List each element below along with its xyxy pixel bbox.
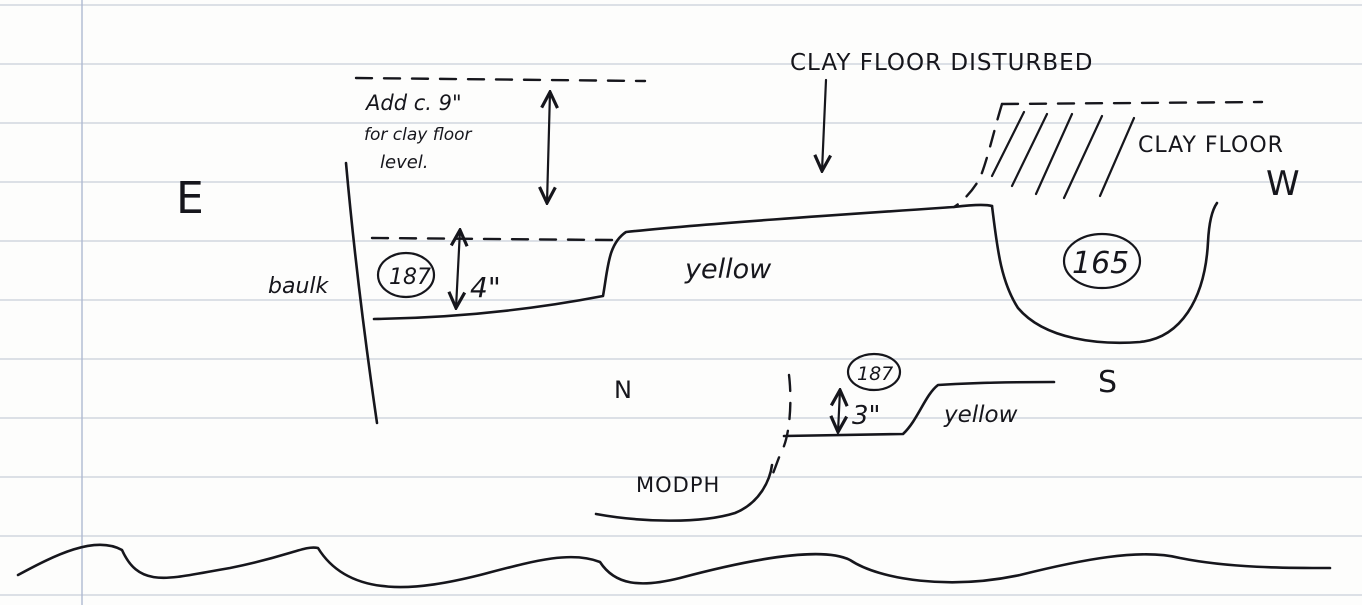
- clay-floor-hatching: [990, 110, 1136, 200]
- disturbed-arrow: [822, 78, 826, 171]
- modph-outline: [594, 463, 774, 522]
- clay-floor-top-dashed: [1000, 100, 1264, 106]
- yellow-upper-label: yellow: [684, 254, 772, 285]
- clay-floor-disturbed-label: CLAY FLOOR DISTURBED: [790, 50, 1093, 76]
- depth-lower-label: 3": [852, 401, 881, 431]
- yellow-lower-label: yellow: [943, 402, 1018, 428]
- ruled-lines: [0, 4, 1362, 596]
- context-187-upper: 187: [389, 265, 431, 290]
- baulk-section-line: [344, 161, 379, 425]
- nine-inch-arrow: [547, 92, 550, 203]
- west-label: W: [1266, 164, 1301, 204]
- baulk-label: baulk: [268, 274, 330, 299]
- bottom-wavy-line: [16, 543, 1332, 589]
- east-label: E: [176, 173, 205, 224]
- context-165: 165: [1072, 246, 1129, 281]
- modph-label: MODPH: [636, 473, 720, 497]
- context-165-circle: [1062, 232, 1142, 290]
- context-187-lower: 187: [857, 363, 893, 385]
- lower-yellow-outline: [782, 380, 1056, 438]
- three-inch-arrow: [838, 390, 840, 432]
- depth-upper-label: 4": [470, 271, 501, 304]
- clay-floor-level-dashed: [354, 76, 647, 83]
- lower-dashed-cut: [768, 373, 792, 482]
- pit-165-outline: [990, 201, 1219, 345]
- context-187-upper-circle: [376, 251, 436, 299]
- four-inch-arrow: [456, 230, 460, 308]
- yellow-layer-outline: [372, 203, 994, 321]
- note-line-3: level.: [380, 152, 429, 173]
- clay-floor-edge-dashed: [952, 102, 1004, 209]
- context-187-lower-circle: [846, 352, 902, 392]
- north-label: N: [614, 376, 633, 404]
- note-line-1: Add c. 9": [364, 91, 462, 115]
- upper-dashed-level: [370, 236, 614, 242]
- clay-floor-label: CLAY FLOOR: [1138, 133, 1284, 158]
- south-label: S: [1098, 365, 1118, 400]
- note-line-2: for clay floor: [364, 125, 473, 145]
